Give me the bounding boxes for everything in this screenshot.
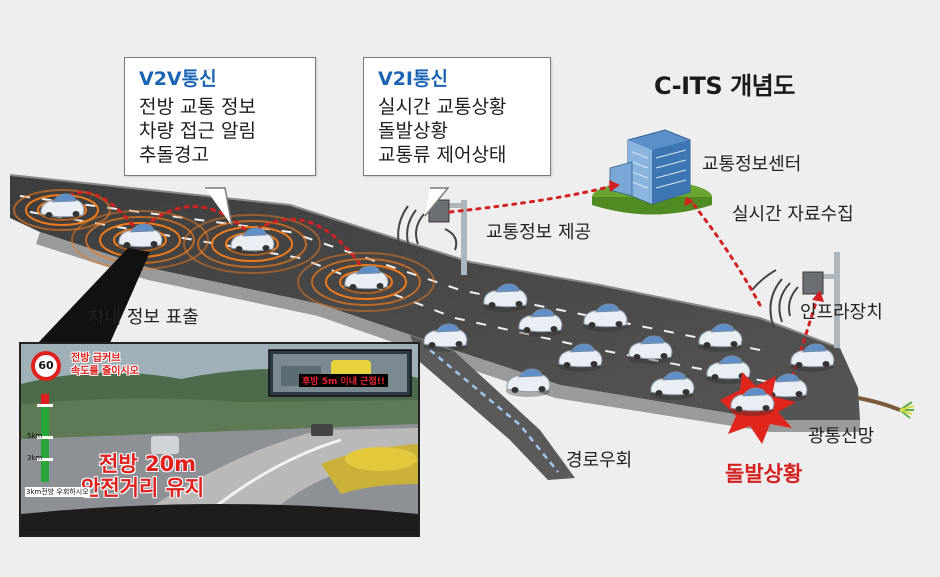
v2i-line: 실시간 교통상황 (378, 96, 507, 118)
v2v-line: 추돌경고 (139, 144, 209, 166)
in-car-display-inset: 60 전방 급커브 속도를 줄이시오 후방 5m 이내 근접!! 5km 3km… (19, 342, 420, 537)
v2i-line: 교통류 제어상태 (378, 144, 507, 166)
inset-pointer (38, 248, 150, 343)
v2i-pointer (424, 187, 450, 217)
distance-tick: 5km (27, 432, 43, 440)
info-provision-label: 교통정보 제공 (486, 222, 592, 243)
infra-device-label: 인프라장치 (800, 302, 883, 323)
v2v-line: 전방 교통 정보 (139, 96, 256, 118)
detour-ramp (410, 335, 575, 480)
fiber-cable (857, 396, 915, 419)
emergency-burst (720, 372, 796, 444)
realtime-collection-label: 실시간 자료수집 (732, 204, 854, 225)
traffic-center-label: 교통정보센터 (702, 154, 802, 175)
curve-warning-line: 전방 급커브 (71, 353, 121, 364)
speed-limit-sign (31, 351, 61, 381)
safe-distance-warning-line: 전방 20m (99, 452, 197, 476)
distance-tick: 3km (27, 454, 43, 462)
v2i-title: V2I통신 (378, 68, 448, 90)
v2v-line: 차량 접근 알림 (139, 120, 256, 142)
v2i-line: 돌발상황 (378, 120, 448, 142)
fiber-network-label: 광통신망 (808, 426, 875, 447)
v2v-pointer (205, 187, 233, 227)
in-car-display-label: 차내 정보 표출 (88, 307, 199, 328)
detour-label: 경로우회 (566, 450, 633, 471)
rear-proximity-warning: 후방 5m 이내 근접!! (299, 374, 388, 387)
safe-distance-warning-line: 안전거리 유지 (81, 476, 205, 500)
roadside-pole-left (461, 200, 467, 275)
speed-sign-value: 60 (38, 359, 54, 372)
v2v-title: V2V통신 (139, 68, 217, 90)
v2v-callout: V2V통신 전방 교통 정보 차량 접근 알림 추돌경고 (124, 57, 316, 176)
detour-caption: 3km전방 우회하시오 (25, 487, 90, 497)
emergency-label: 돌발상황 (725, 462, 803, 486)
v2i-callout: V2I통신 실시간 교통상황 돌발상황 교통류 제어상태 (363, 57, 551, 176)
roadside-pole-right (834, 252, 840, 348)
curve-warning-line: 속도를 줄이시오 (71, 366, 139, 377)
diagram-title: C-ITS 개념도 (654, 72, 795, 100)
